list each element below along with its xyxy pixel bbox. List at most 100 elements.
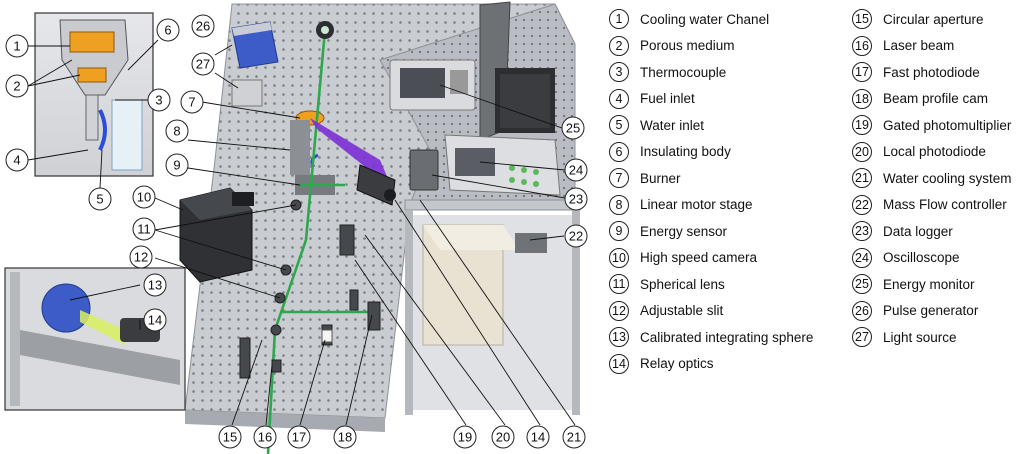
legend-item: 11 Spherical lens: [609, 271, 813, 298]
svg-text:16: 16: [258, 430, 272, 445]
legend-label: Light source: [883, 329, 957, 345]
svg-text:17: 17: [292, 430, 306, 445]
callout-3: 3: [147, 88, 171, 112]
svg-text:14: 14: [531, 430, 545, 445]
legend-label: Energy sensor: [640, 223, 728, 239]
svg-text:19: 19: [458, 430, 472, 445]
callout-20: 20: [491, 425, 515, 449]
svg-text:5: 5: [96, 192, 103, 207]
legend-label: Data logger: [883, 223, 953, 239]
svg-text:1: 1: [13, 39, 20, 54]
svg-text:13: 13: [148, 278, 162, 293]
callout-6: 6: [156, 18, 180, 42]
svg-text:26: 26: [196, 19, 210, 34]
legend-label: Calibrated integrating sphere: [640, 329, 814, 345]
svg-text:25: 25: [566, 121, 580, 136]
legend-number: 19: [852, 115, 872, 136]
legend-number: 24: [852, 247, 872, 268]
top-lens-mount: [316, 21, 334, 39]
callout-4: 4: [5, 148, 29, 172]
callout-1: 1: [5, 34, 29, 58]
callout-24: 24: [564, 158, 588, 182]
legend-label: Water inlet: [640, 117, 705, 133]
callout-17: 17: [287, 425, 311, 449]
legend-label: Gated photomultiplier: [883, 117, 1012, 133]
optic-mounts: [239, 199, 381, 379]
legend-number: 11: [609, 274, 629, 295]
energy-monitor-device: [389, 59, 476, 111]
oscilloscope-device: [444, 134, 561, 196]
svg-text:7: 7: [188, 95, 195, 110]
svg-text:27: 27: [196, 57, 210, 72]
light-source-device: [231, 79, 263, 107]
legend-number: 3: [609, 62, 629, 83]
legend-item: 25 Energy monitor: [852, 271, 1012, 298]
svg-text:8: 8: [173, 124, 180, 139]
legend-label: Fuel inlet: [640, 91, 695, 107]
svg-text:24: 24: [569, 163, 583, 178]
legend-number: 5: [609, 115, 629, 136]
legend-label: Energy monitor: [883, 276, 975, 292]
inset-burner-cross-section: [34, 12, 154, 177]
svg-text:4: 4: [13, 153, 20, 168]
callout-2: 2: [5, 74, 29, 98]
legend-item: 13 Calibrated integrating sphere: [609, 324, 813, 351]
svg-text:9: 9: [173, 158, 180, 173]
legend-label: Cooling water Chanel: [640, 11, 770, 27]
callout-14-b: 14: [526, 425, 550, 449]
callout-10: 10: [132, 185, 156, 209]
legend-label: Local photodiode: [883, 144, 986, 160]
legend-number: 25: [852, 274, 872, 295]
callout-15: 15: [218, 425, 242, 449]
pulse-generator-device: [231, 21, 279, 69]
legend-label: Spherical lens: [640, 276, 725, 292]
legend-number: 12: [609, 300, 629, 321]
callout-5: 5: [88, 187, 112, 211]
legend-item: 20 Local photodiode: [852, 139, 1012, 166]
callout-22: 22: [564, 224, 588, 248]
legend-label: Linear motor stage: [640, 197, 753, 213]
legend-item: 5 Water inlet: [609, 112, 813, 139]
legend-number: 16: [852, 35, 872, 56]
legend-label: Thermocouple: [640, 64, 727, 80]
legend-label: Fast photodiode: [883, 64, 980, 80]
svg-text:20: 20: [496, 430, 510, 445]
svg-text:6: 6: [164, 23, 171, 38]
svg-text:10: 10: [137, 190, 151, 205]
svg-text:18: 18: [338, 430, 352, 445]
legend-label: Water cooling system: [883, 170, 1012, 186]
callout-14: 14: [143, 308, 167, 332]
legend-item: 23 Data logger: [852, 218, 1012, 245]
callout-9: 9: [165, 153, 189, 177]
callout-11: 11: [132, 217, 156, 241]
legend-number: 10: [609, 247, 629, 268]
legend-item: 8 Linear motor stage: [609, 192, 813, 219]
legend-number: 13: [609, 327, 629, 348]
svg-text:15: 15: [223, 430, 237, 445]
legend-number: 8: [609, 194, 629, 215]
legend-item: 19 Gated photomultiplier: [852, 112, 1012, 139]
legend-number: 20: [852, 141, 872, 162]
callout-19: 19: [453, 425, 477, 449]
svg-text:21: 21: [567, 430, 581, 445]
high-speed-camera: [179, 187, 254, 283]
callout-13: 13: [143, 273, 167, 297]
legend-number: 23: [852, 221, 872, 242]
callout-16: 16: [253, 425, 277, 449]
data-logger-device: [409, 149, 439, 191]
legend-number: 26: [852, 300, 872, 321]
legend-label: Beam profile cam: [883, 91, 989, 107]
legend-label: Insulating body: [640, 144, 731, 160]
legend-label: Porous medium: [640, 38, 735, 54]
callout-7: 7: [180, 90, 204, 114]
